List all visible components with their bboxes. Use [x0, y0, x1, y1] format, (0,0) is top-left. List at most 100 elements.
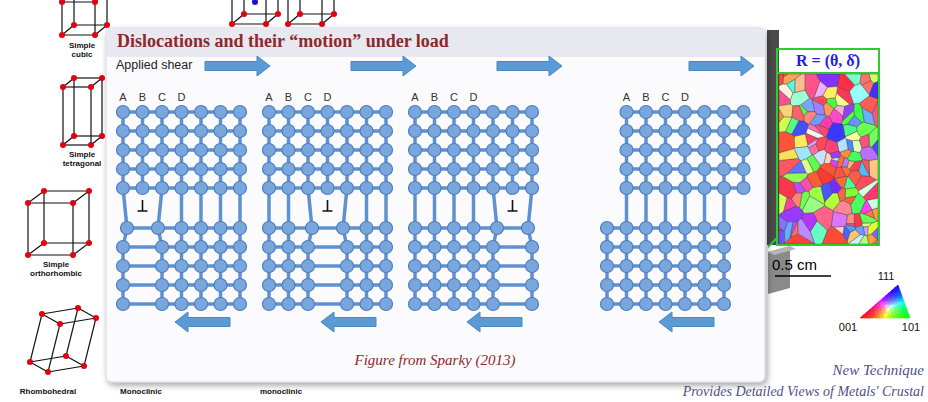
atom [526, 241, 539, 254]
lattice-point [63, 353, 69, 359]
color-key-cell [887, 302, 891, 305]
atom [467, 241, 480, 254]
lattice-point [88, 84, 94, 90]
lattice-point [99, 75, 105, 81]
color-key-cell [883, 302, 887, 305]
atom [679, 298, 692, 311]
color-key-cell [897, 304, 901, 307]
color-key-cell [890, 310, 894, 313]
atom [282, 279, 295, 292]
atom [234, 279, 247, 292]
atom [195, 241, 208, 254]
atom [448, 163, 461, 176]
atom [321, 106, 334, 119]
atom [360, 182, 373, 195]
block-title: Dislocations and their “motion” under lo… [117, 31, 757, 52]
plane-letter: C [658, 91, 674, 104]
atom [214, 163, 227, 176]
atom [321, 182, 334, 195]
lattice-panel [601, 56, 755, 332]
grain [813, 206, 833, 231]
grain [859, 134, 869, 148]
plane-letter: C [446, 91, 462, 104]
color-key-cell [880, 304, 884, 307]
atom [487, 298, 500, 311]
atom [360, 125, 373, 138]
cell-edge [300, 13, 334, 14]
cell-edge [42, 314, 60, 324]
atom [467, 298, 480, 311]
lattice-point [70, 200, 76, 206]
atom [360, 241, 373, 254]
lattice-point [60, 84, 66, 90]
scale-label: 0.5 cm [772, 256, 834, 273]
atom [136, 106, 149, 119]
atom [428, 144, 441, 157]
color-key-cell [892, 315, 896, 318]
color-key-cell [870, 310, 874, 313]
color-key-cell [901, 302, 905, 305]
atom [487, 260, 500, 273]
cell-edge [28, 191, 44, 203]
plane-letter: A [261, 91, 277, 104]
color-key-cell [888, 304, 892, 307]
lattice-panel [117, 56, 271, 332]
atom [640, 222, 653, 235]
atom [448, 241, 461, 254]
grain [838, 188, 846, 202]
atom [175, 260, 188, 273]
cell-edge [84, 318, 96, 366]
atom [282, 125, 295, 138]
lattice-point [263, 21, 269, 27]
shear-arrow [175, 312, 230, 332]
grain [849, 84, 869, 104]
cell-edge [287, 0, 288, 24]
cell-edge [61, 2, 62, 35]
lattice-panel [409, 56, 563, 332]
atom [659, 298, 672, 311]
grain [779, 230, 785, 244]
atom [263, 144, 276, 157]
color-key-cell [898, 293, 902, 296]
atom [380, 125, 393, 138]
color-key-cell [899, 296, 903, 299]
color-key-cell [897, 315, 901, 318]
color-key-cell [901, 304, 905, 307]
atom [282, 163, 295, 176]
atom [679, 125, 692, 138]
lattice-point [99, 133, 105, 139]
axis-label: 111 [872, 270, 900, 283]
color-key-cell [901, 315, 905, 318]
lattice-point [27, 359, 33, 365]
atom [718, 106, 731, 119]
atom [428, 241, 441, 254]
atom [409, 125, 422, 138]
color-key-cell [872, 315, 876, 318]
grain [792, 121, 809, 137]
grain [835, 176, 848, 188]
atom [620, 182, 633, 195]
atom [321, 163, 334, 176]
cell-edge [88, 191, 89, 243]
atom [659, 182, 672, 195]
color-key-cell [898, 296, 902, 299]
cell-edge [62, 87, 63, 145]
atom [620, 144, 633, 157]
atom [526, 260, 539, 273]
grain [813, 149, 826, 165]
atom [428, 182, 441, 195]
atom [698, 222, 711, 235]
map-box: R = (θ, δ̂) [776, 48, 880, 246]
grain [779, 74, 783, 86]
cell-edge [27, 203, 28, 255]
atom [263, 222, 276, 235]
atom [428, 298, 441, 311]
atom [620, 222, 633, 235]
atom [175, 106, 188, 119]
atom [409, 241, 422, 254]
cell-edge [28, 202, 73, 203]
atom [620, 298, 633, 311]
lattice-point [71, 22, 77, 28]
atom [214, 144, 227, 157]
cell-edge [72, 203, 73, 255]
